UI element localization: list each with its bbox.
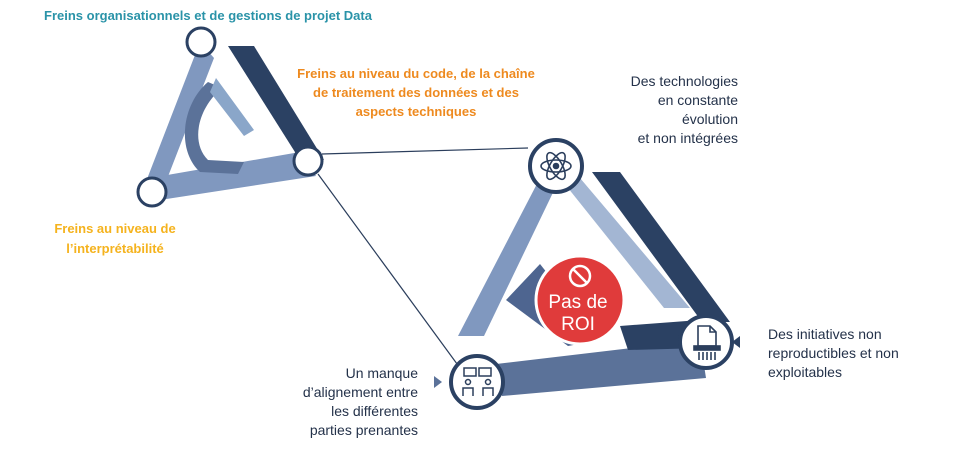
label-frein-organisationnel: Freins organisationnels et de gestions d… bbox=[44, 8, 372, 23]
roi-badge bbox=[534, 254, 626, 346]
small-triangle bbox=[142, 42, 324, 200]
label-frein-code: Freins au niveau du code, de la chaîne d… bbox=[297, 66, 535, 119]
small-triangle-left-bar bbox=[142, 42, 214, 192]
label-initiatives: Des initiatives non reproductibles et no… bbox=[768, 325, 958, 382]
roi-line-1: Pas de bbox=[548, 292, 608, 313]
small-triangle-inner-arc bbox=[184, 82, 244, 174]
prohibited-icon bbox=[568, 264, 592, 288]
large-triangle-left-bar bbox=[458, 178, 560, 336]
large-triangle-right-bar-dark bbox=[592, 172, 730, 322]
alignement-line-3: les différentes bbox=[331, 403, 418, 419]
alignement-line-2: d’alignement entre bbox=[302, 384, 418, 400]
roi-label: Pas de ROI bbox=[528, 292, 628, 336]
node-initiatives bbox=[678, 314, 734, 370]
technologies-line-2: en constante bbox=[657, 92, 738, 108]
document-shredder-icon bbox=[693, 325, 721, 360]
large-triangle-bottom-bar bbox=[496, 340, 706, 396]
technologies-line-4: et non intégrées bbox=[637, 130, 738, 146]
alignement-line-4: parties prenantes bbox=[309, 422, 418, 438]
initiatives-line-1: Des initiatives non bbox=[768, 326, 882, 342]
small-triangle-bottom-bar bbox=[150, 152, 316, 200]
node-technologies bbox=[528, 138, 584, 194]
alignement-line-1: Un manque bbox=[345, 365, 418, 381]
initiatives-pointer bbox=[732, 336, 740, 348]
node-interpretabilite bbox=[136, 176, 168, 208]
alignement-pointer bbox=[434, 376, 442, 388]
connector-top bbox=[321, 147, 529, 155]
small-triangle-right-bar bbox=[228, 46, 324, 160]
technologies-line-1: Des technologies bbox=[630, 73, 738, 89]
node-code bbox=[292, 145, 324, 177]
initiatives-line-3: exploitables bbox=[768, 364, 842, 380]
label-technologies: Des technologies en constante évolution … bbox=[612, 72, 738, 148]
atom-icon bbox=[540, 151, 572, 181]
label-alignement: Un manque d’alignement entre les différe… bbox=[268, 364, 418, 440]
connector-bottom bbox=[317, 173, 461, 369]
node-organisation bbox=[185, 26, 217, 58]
label-frein-interpretabilite: Freins au niveau de l’interprétabilité bbox=[54, 221, 176, 256]
small-triangle-inner-bar bbox=[210, 78, 254, 136]
initiatives-line-2: reproductibles et non bbox=[768, 345, 899, 361]
roi-line-2: ROI bbox=[561, 314, 595, 335]
people-discussion-icon bbox=[462, 367, 494, 396]
large-triangle-right-bar-light bbox=[560, 178, 690, 308]
technologies-line-3: évolution bbox=[681, 111, 738, 127]
node-alignement bbox=[449, 354, 505, 410]
